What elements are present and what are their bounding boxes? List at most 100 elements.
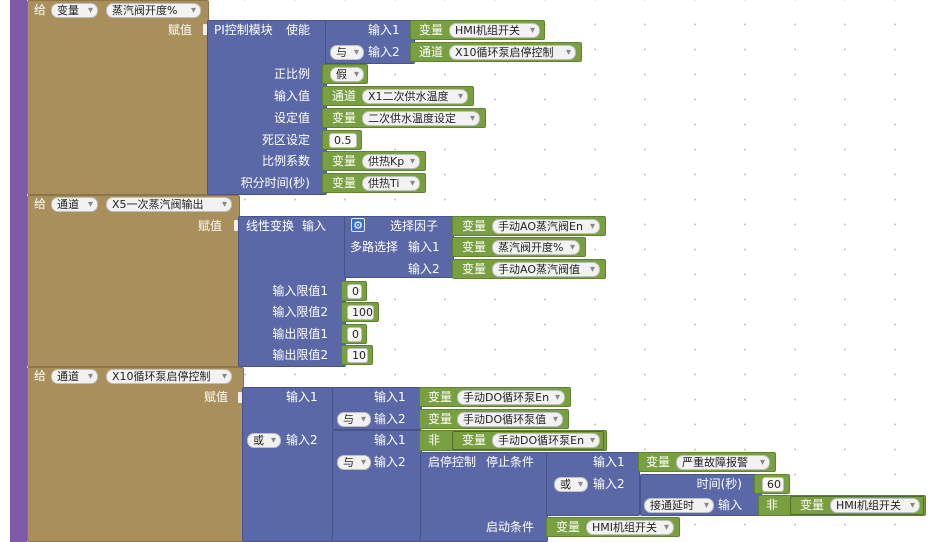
gear-icon[interactable]: ⚙	[351, 218, 365, 232]
in2-label-1: 输入2	[368, 45, 400, 59]
delay-not-label: 非	[766, 498, 779, 512]
delay-dropdown[interactable]: 接通延时	[644, 498, 714, 513]
mux-in1-dropdown[interactable]: 蒸汽阀开度%	[492, 240, 580, 255]
outer-in2-label: 输入2	[286, 433, 318, 447]
setpoint-label: 设定值	[273, 111, 310, 125]
in1-label-1: 输入1	[368, 23, 400, 37]
inner-in1-dropdown[interactable]: 手动DO循环泵En	[457, 390, 565, 405]
and-dropdown-1[interactable]: 与	[330, 45, 364, 60]
prop-label: 正比例	[273, 67, 310, 81]
lim-in2-label: 输入限值2	[272, 305, 328, 319]
or-dropdown-stop[interactable]: 或	[554, 477, 588, 492]
assign-block-2[interactable]	[27, 195, 240, 367]
input-channel-dropdown[interactable]: X1二次供水温度	[362, 89, 468, 104]
b-in1-var-label: 变量	[462, 433, 487, 447]
b-not-label: 非	[428, 433, 441, 447]
lim-out2-value[interactable]: 10	[347, 348, 368, 363]
linear-transform-block[interactable]	[238, 216, 346, 367]
startstop-label: 启停控制	[428, 455, 477, 469]
b-in1-dropdown[interactable]: 手动DO循环泵En	[492, 433, 600, 448]
integral-var-label: 变量	[332, 176, 357, 190]
b-in1-label: 输入1	[374, 433, 406, 447]
linear-input-label: 输入	[302, 219, 327, 233]
target-dropdown-1[interactable]: 蒸汽阀开度%	[106, 3, 201, 18]
connector-1	[203, 24, 207, 35]
or-block-outer[interactable]	[242, 387, 334, 542]
lim-in2-value[interactable]: 100	[347, 305, 374, 320]
start-dropdown[interactable]: HMI机组开关	[586, 520, 674, 535]
target-dropdown-3[interactable]: X10循环泵启停控制	[106, 369, 232, 384]
deadzone-value[interactable]: 0.5	[329, 133, 357, 148]
setpoint-var-label: 变量	[332, 111, 357, 125]
s-in1-dropdown[interactable]: 严重故障报警	[676, 455, 770, 470]
lim-in1-value[interactable]: 0	[347, 284, 362, 299]
b-in2-label: 输入2	[374, 455, 406, 469]
startstop-block[interactable]	[420, 452, 548, 542]
ratio-dropdown[interactable]: 供热Kp	[362, 154, 420, 169]
assign-block-3[interactable]	[27, 367, 244, 542]
or-dropdown-3[interactable]: 或	[247, 433, 281, 448]
lim-out1-value[interactable]: 0	[347, 327, 362, 342]
inner-in1-var-label: 变量	[428, 390, 453, 404]
and-dropdown-3b[interactable]: 与	[337, 455, 371, 470]
lim-out1-label: 输出限值1	[272, 327, 328, 341]
inner-in1-label: 输入1	[374, 390, 406, 404]
s-in1-var-label: 变量	[646, 455, 671, 469]
inner-in2-dropdown[interactable]: 手动DO循环泵值	[457, 412, 563, 427]
in1-var-label: 变量	[419, 23, 444, 37]
time-label: 时间(秒)	[696, 477, 742, 491]
assign-label-3: 赋值	[203, 390, 228, 404]
s-in2-label: 输入2	[593, 477, 625, 491]
stopcond-label: 停止条件	[486, 455, 535, 469]
delay-dropdown-target[interactable]: HMI机组开关	[830, 498, 920, 513]
input-channel-label: 通道	[332, 89, 357, 103]
integral-label: 积分时间(秒)	[240, 176, 310, 190]
var-dropdown-1[interactable]: 变量	[51, 3, 98, 18]
time-value[interactable]: 60	[762, 477, 784, 492]
pi-module-label: PI控制模块	[214, 23, 273, 37]
give-label-1: 给	[34, 3, 47, 17]
linear-label: 线性变换	[246, 219, 295, 233]
input-value-label: 输入值	[273, 89, 310, 103]
factor-var-label: 变量	[462, 219, 487, 233]
inner-in2-label: 输入2	[374, 412, 406, 426]
pi-control-block[interactable]	[207, 20, 327, 195]
inner-in2-var-label: 变量	[428, 412, 453, 426]
factor-label: 选择因子	[390, 219, 439, 233]
in2-channel-label: 通道	[419, 45, 444, 59]
channel-dropdown-2[interactable]: 通道	[51, 197, 98, 212]
and-dropdown-3a[interactable]: 与	[337, 412, 371, 427]
delay-input-label: 输入	[718, 498, 743, 512]
and-block-inner-b[interactable]	[332, 430, 422, 542]
lim-in1-label: 输入限值1	[272, 284, 328, 298]
factor-dropdown[interactable]: 手动AO蒸汽阀En	[492, 219, 600, 234]
channel-dropdown-3[interactable]: 通道	[51, 369, 98, 384]
outer-in1-label: 输入1	[286, 390, 318, 404]
assign-label-1: 赋值	[167, 23, 192, 37]
connector-2	[234, 220, 238, 231]
mux-label: 多路选择	[350, 240, 399, 254]
enable-label: 使能	[286, 23, 311, 37]
give-label-3: 给	[34, 369, 47, 383]
mux-in1-label: 输入1	[408, 240, 440, 254]
setpoint-dropdown[interactable]: 二次供水温度设定	[362, 111, 480, 126]
assign-block-1[interactable]	[27, 0, 209, 195]
mux-in2-dropdown[interactable]: 手动AO蒸汽阀值	[492, 262, 600, 277]
assign-label-2: 赋值	[197, 219, 222, 233]
connector-3	[238, 392, 242, 403]
lim-out2-label: 输出限值2	[272, 348, 328, 362]
start-var-label: 变量	[556, 520, 581, 534]
integral-dropdown[interactable]: 供热Ti	[362, 176, 420, 191]
mux-in2-var-label: 变量	[462, 262, 487, 276]
target-dropdown-2[interactable]: X5一次蒸汽阀输出	[106, 197, 232, 212]
deadzone-label: 死区设定	[261, 133, 310, 147]
s-in1-label: 输入1	[593, 455, 625, 469]
in2-channel-dropdown[interactable]: X10循环泵启停控制	[449, 45, 576, 60]
in1-value-dropdown[interactable]: HMI机组开关	[449, 23, 540, 38]
ratio-var-label: 变量	[332, 154, 357, 168]
left-rail	[10, 0, 27, 542]
startcond-label: 启动条件	[485, 520, 534, 534]
mux-in2-label: 输入2	[408, 262, 440, 276]
give-label-2: 给	[34, 197, 47, 211]
prop-value-dropdown[interactable]: 假	[330, 67, 364, 82]
